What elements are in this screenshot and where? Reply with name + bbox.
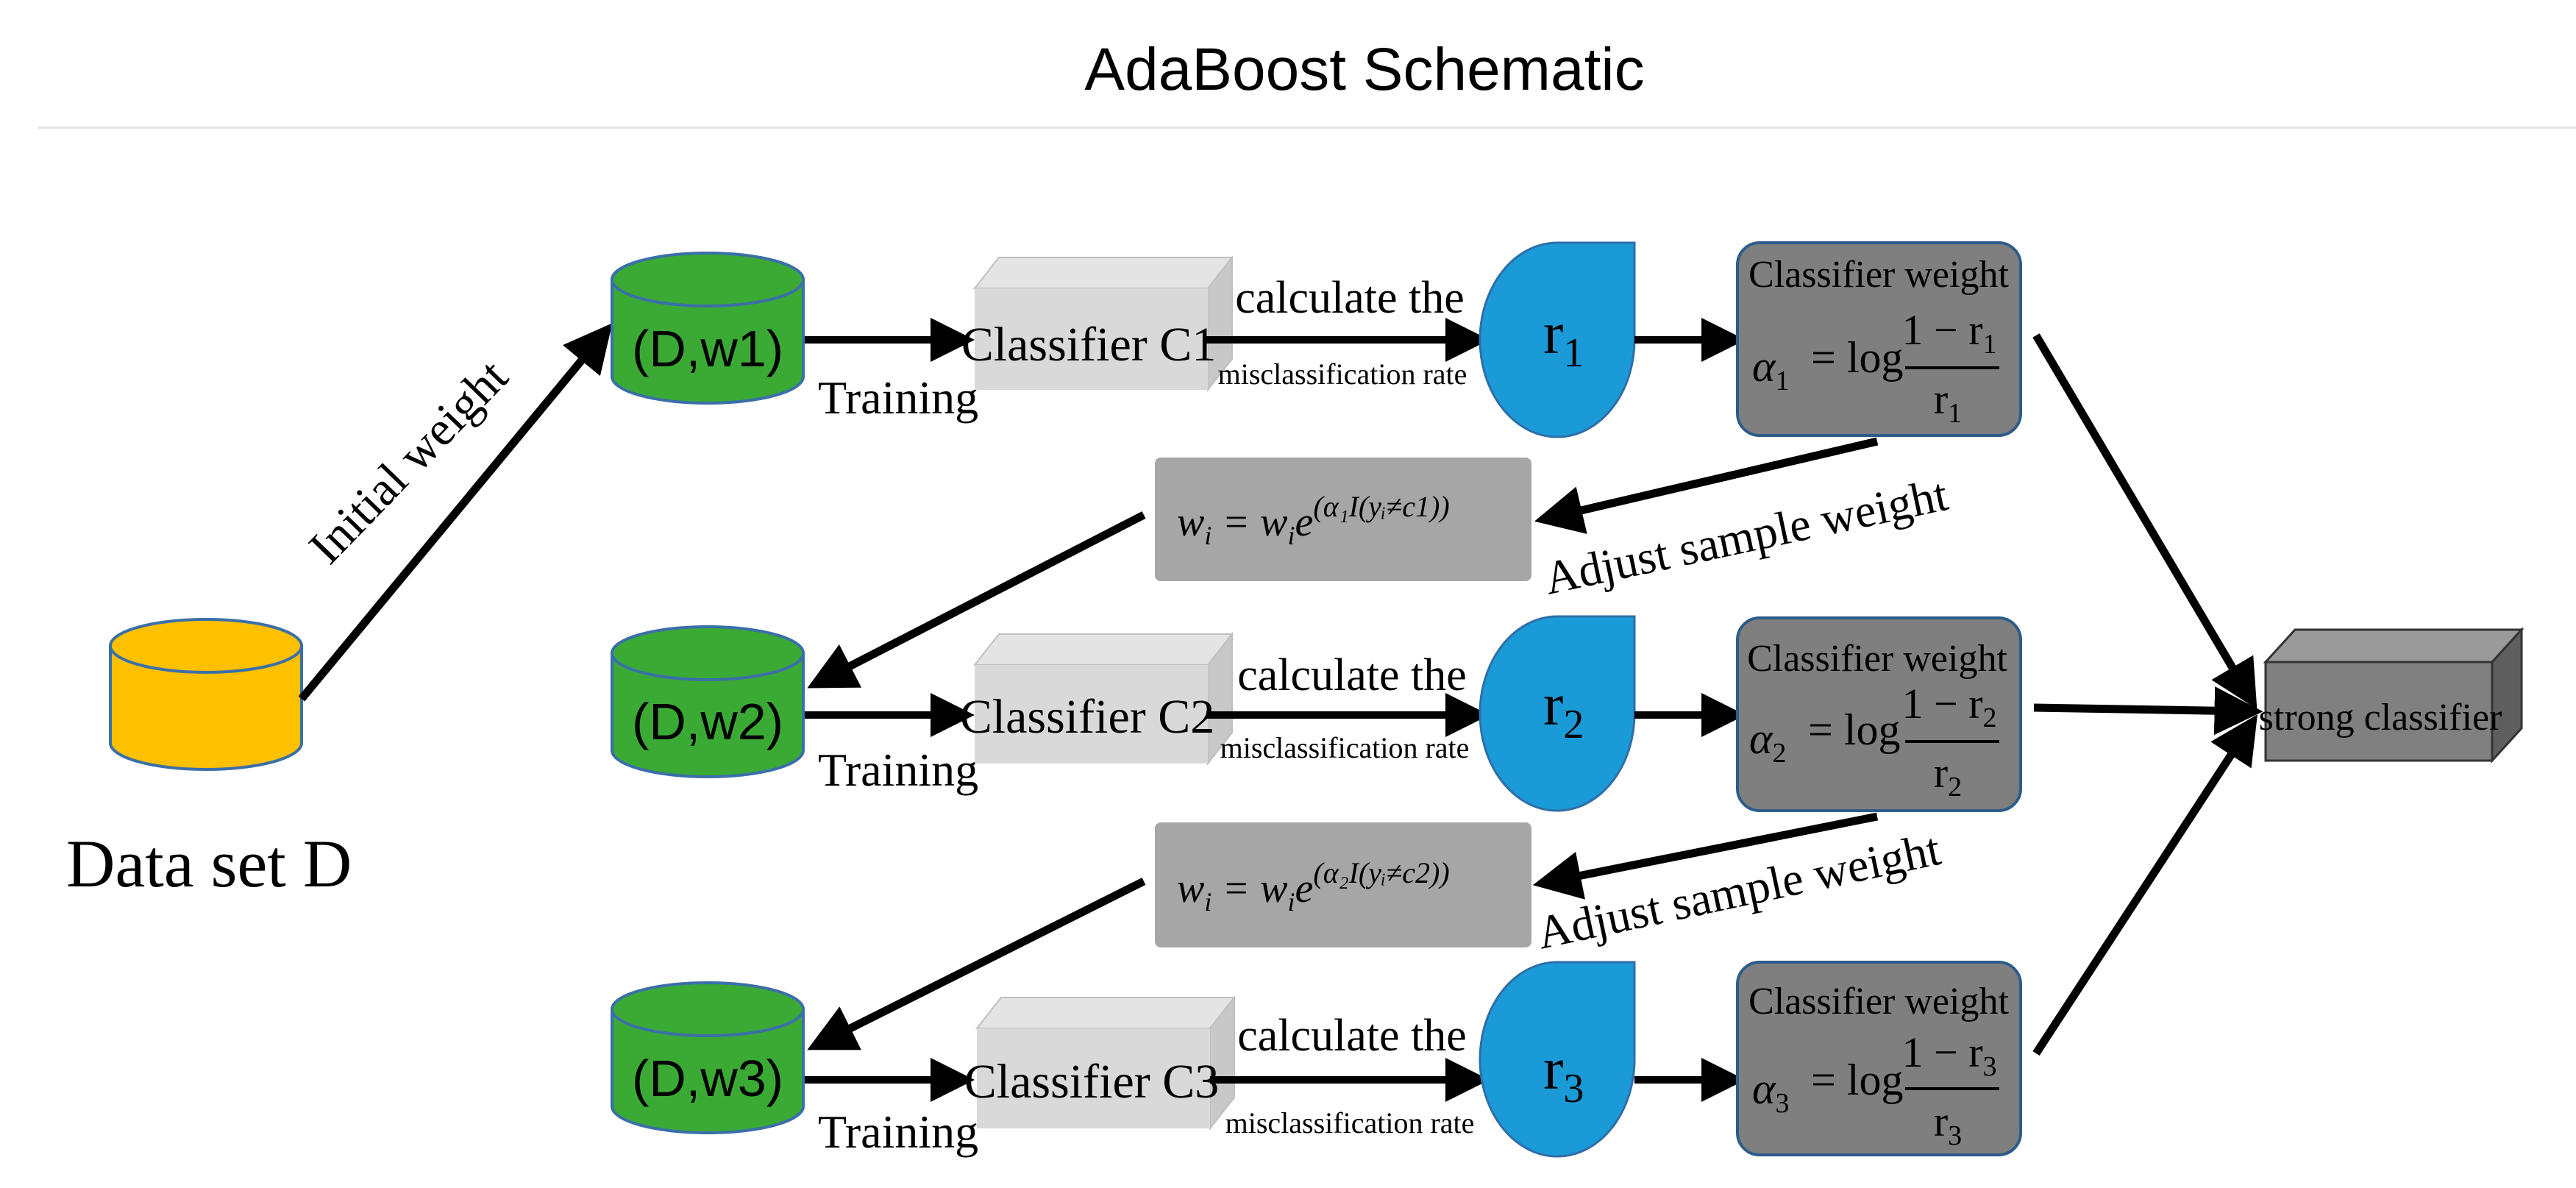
classifier-weight-box-1: Classifier weight α1 = log 1 − r1 r1 — [1736, 241, 2022, 437]
strong-classifier-box — [2263, 627, 2525, 764]
formula-numerator-3: 1 − r3 — [1901, 1028, 1996, 1082]
calculate-label-2: calculate the — [1237, 650, 1467, 700]
weighted-dataset-3 — [611, 981, 805, 1134]
classifier-weight-box-3: Classifier weight α3 = log 1 − r3 r3 — [1736, 961, 2022, 1156]
formula-numerator-2: 1 − r2 — [1901, 680, 1996, 733]
weighted-dataset-2 — [611, 625, 805, 778]
initial-weight-arrow — [298, 323, 613, 702]
formula-numerator-1: 1 − r1 — [1901, 306, 1996, 360]
weight-title-2: Classifier weight — [1747, 638, 2007, 680]
page-title: AdaBoost Schematic — [1084, 36, 1645, 103]
error-rate-label-2: r2 — [1543, 671, 1584, 747]
training-label-2: Training — [818, 744, 978, 796]
strong-classifier-label: strong classifier — [2259, 697, 2502, 739]
classifier-label-2: Classifier C2 — [960, 690, 1214, 744]
error-rate-shape-1 — [1479, 241, 1636, 438]
formula-log-1: = log — [1811, 333, 1904, 382]
rate-label-2: misclassification rate — [1220, 731, 1470, 764]
weight-title-1: Classifier weight — [1748, 254, 2009, 296]
dataset-cylinder — [109, 618, 303, 771]
weight-update-box-2: wi = wie(α₂I(yᵢ≠c2)) — [1155, 822, 1531, 947]
classifier-label-3: Classifier C3 — [964, 1055, 1219, 1109]
classifier-box-3 — [975, 995, 1237, 1131]
error-rate-shape-3 — [1479, 961, 1636, 1158]
weight-update-box-1: wi = wie(α₁I(yᵢ≠c1)) — [1155, 458, 1531, 581]
initial-weight-label: Initial weight — [299, 349, 518, 574]
rate-label-1: misclassification rate — [1218, 358, 1467, 391]
classifier-box-1 — [972, 255, 1234, 392]
weight-update-formula-1: wi = wie(α₁I(yᵢ≠c1)) — [1177, 490, 1450, 550]
combine-arrow-2 — [2033, 686, 2263, 736]
training-label-1: Training — [818, 371, 978, 424]
formula-denominator-1: r1 — [1934, 375, 1962, 429]
weighted-dataset-label-3: (D,w3) — [632, 1050, 783, 1107]
error-rate-shape-2 — [1479, 615, 1636, 812]
training-label-3: Training — [818, 1106, 978, 1158]
adjust-arrow-2 — [1532, 812, 1879, 900]
classifier-weight-box-2: Classifier weight α2 = log 1 − r2 r2 — [1736, 616, 2022, 812]
next-dataset-arrow-1 — [807, 511, 1146, 689]
rate-label-3: misclassification rate — [1225, 1106, 1475, 1139]
calculate-label-1: calculate the — [1235, 273, 1465, 323]
classifier-box-2 — [972, 632, 1234, 766]
weight-title-3: Classifier weight — [1748, 981, 2009, 1022]
weight-update-formula-2: wi = wie(α₂I(yᵢ≠c2)) — [1177, 856, 1450, 917]
error-rate-label-3: r3 — [1543, 1035, 1584, 1111]
formula-denominator-2: r2 — [1934, 749, 1962, 803]
classifier-label-1: Classifier C1 — [961, 318, 1216, 371]
formula-log-3: = log — [1811, 1056, 1904, 1104]
weighted-dataset-1 — [611, 252, 805, 405]
alpha-label-3: α3 — [1752, 1064, 1790, 1119]
formula-denominator-3: r3 — [1934, 1098, 1962, 1151]
next-dataset-arrow-2 — [807, 878, 1146, 1050]
calculate-label-3: calculate the — [1237, 1011, 1467, 1061]
dataset-label: Data set D — [66, 826, 352, 901]
alpha-label-1: α1 — [1752, 342, 1790, 396]
adjust-arrow-1 — [1534, 437, 1879, 534]
combine-arrow-1 — [2032, 333, 2257, 710]
alpha-label-2: α2 — [1749, 714, 1787, 769]
error-rate-label-1: r1 — [1543, 299, 1584, 376]
weighted-dataset-label-2: (D,w2) — [632, 693, 783, 750]
formula-log-2: = log — [1808, 705, 1901, 754]
adjust-label-1: Adjust sample weight — [1540, 468, 1952, 605]
title-divider — [38, 127, 2576, 129]
weighted-dataset-label-1: (D,w1) — [632, 320, 783, 377]
combine-arrow-3 — [2032, 714, 2258, 1056]
